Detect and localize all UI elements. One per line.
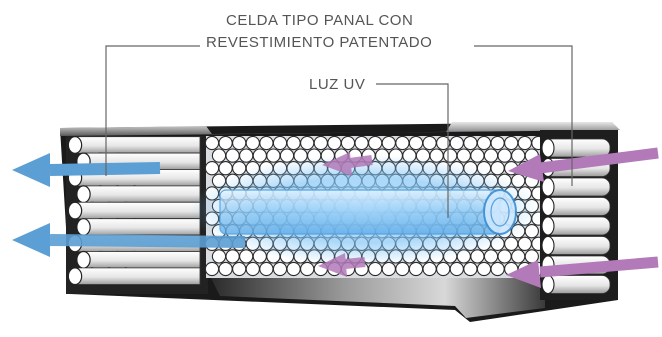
honeycomb-cell [300,261,315,277]
honeycomb-cell [218,261,233,277]
honeycomb-cell [368,135,383,151]
honeycomb-cell [483,148,499,163]
honeycomb-cell [300,135,315,151]
honeycomb-cell [422,261,437,277]
honeycomb-cell [490,135,505,151]
honeycomb-cell [517,236,532,251]
tube-end [76,250,91,269]
honeycomb-cell [266,148,281,163]
honeycomb-cell [286,261,301,277]
honeycomb-cell [239,249,254,264]
tube-end [67,267,83,286]
inflow-arrow-lower [506,256,659,288]
honeycomb-cell [245,135,260,151]
honeycomb-cell [490,261,505,277]
honeycomb-cell [211,249,227,264]
outflow-arrow-lower [12,223,246,257]
honeycomb-cell [463,261,478,277]
honeycomb-cell [476,135,492,151]
honeycomb-cell [395,135,410,151]
honeycomb-cell [218,161,233,176]
honeycomb-cell [511,249,526,264]
honeycomb-cell [225,148,240,163]
honeycomb-cell [211,148,227,163]
housing-top-rail [60,122,620,136]
outflow-arrow-upper [12,153,161,187]
inflow-arrow-mid-upper [322,152,373,176]
honeycomb-cell [408,261,424,277]
honeycomb-cell [327,135,342,151]
coating-label-line1: CELDA TIPO PANAL CON [226,12,414,29]
honeycomb-cell [204,261,220,277]
honeycomb-cell [272,135,288,151]
uv-light-label: LUZ UV [309,76,366,93]
honeycomb-cell [245,261,260,277]
honeycomb-cell [408,135,424,151]
honeycomb-cell [381,135,396,151]
honeycomb-cell [259,261,274,277]
honeycomb-cell [218,135,233,151]
inflow-arrow-upper [508,147,659,182]
honeycomb-cell [443,148,458,163]
honeycomb-cell [272,261,288,277]
honeycomb-cell [252,148,267,163]
honeycomb-cell [483,249,499,264]
honeycomb-cell [259,135,274,151]
tube-end [76,218,91,236]
honeycomb-cell [449,261,464,277]
tube-end [76,185,91,204]
uv-lamp [219,189,517,235]
honeycomb-cell [497,148,512,163]
coating-label-line2: REVESTIMIENTO PATENTADO [206,34,433,51]
honeycomb-cell [232,261,247,277]
honeycomb-cell [313,135,328,151]
honeycomb-cell [449,135,464,151]
honeycomb-cell [354,135,369,151]
coating-leader-left [105,45,200,176]
honeycomb-cell [517,135,532,151]
honeycomb-cell [422,135,437,151]
honeycomb-cell [340,135,356,151]
leader-lines [105,45,573,218]
inflow-arrow-mid-lower [318,253,366,277]
honeycomb-cell [511,148,526,163]
tube-end [67,136,83,154]
honeycomb-cell [463,135,478,151]
honeycomb-cell [204,135,220,151]
uv-leader [376,83,449,218]
coating-leader-right [474,45,573,186]
honeycomb-cell [497,249,512,264]
honeycomb-cell [232,135,247,151]
honeycomb-cell [239,148,254,163]
honeycomb-cell [436,261,451,277]
honeycomb-cell [395,261,410,277]
housing-bottom-plate [210,276,545,318]
honeycomb-cell [225,249,240,264]
honeycomb-cell [456,148,471,163]
tube-end [67,201,83,220]
honeycomb-cell [470,148,485,163]
honeycomb-cell [504,135,519,151]
honeycomb-cell [204,161,220,176]
left-tube-stack [66,136,208,294]
honeycomb-cell [286,135,301,151]
honeycomb-cell [476,261,492,277]
